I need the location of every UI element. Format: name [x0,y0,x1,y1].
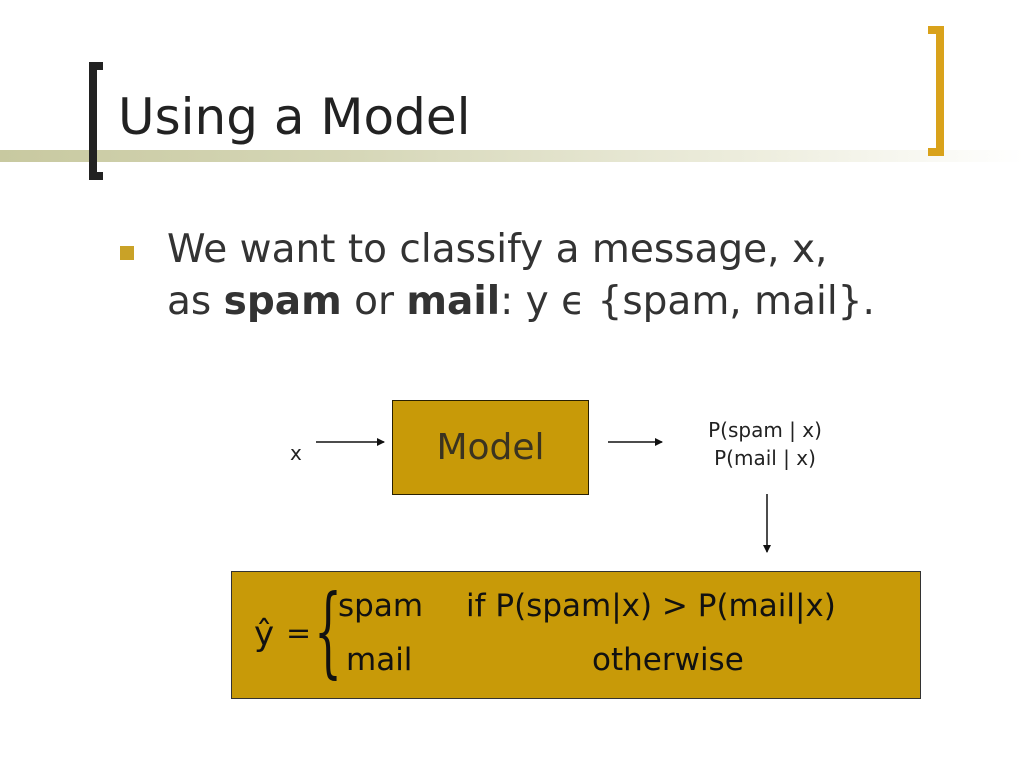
case1-condition: if P(spam|x) > P(mail|x) [466,588,836,624]
model-label: Model [436,427,545,468]
title-underline-bar [0,150,1024,162]
spam-bold-text: spam [223,279,342,324]
model-box: Model [392,400,589,495]
bullet-square-icon [120,246,134,260]
bullet-line-1: We want to classify a message, x, [167,227,828,272]
left-bracket-decoration [89,62,103,180]
y-hat-symbol: ŷ [254,614,275,654]
bullet-set-text: : y ϵ {spam, mail}. [500,279,875,324]
bullet-or-text: or [341,279,407,324]
output-probabilities: P(spam | x) P(mail | x) [650,416,880,472]
output-prob-mail: P(mail | x) [714,446,816,470]
mail-bold-text: mail [406,279,501,324]
decision-formula-box: ŷ = { spam if P(spam|x) > P(mail|x) mail… [231,571,921,699]
right-bracket-decoration [928,26,944,156]
case1-value: spam [338,588,424,624]
case2-value: mail [346,642,413,678]
equals-sign: = [286,616,312,651]
bullet-line-2: as spam or mail: y ϵ {spam, mail}. [167,276,967,328]
left-brace: { [314,575,343,689]
case2-condition: otherwise [592,642,744,678]
bullet-text: We want to classify a message, x, as spa… [167,224,967,328]
bullet-as-text: as [167,279,224,324]
input-x-label: x [290,441,302,465]
output-prob-spam: P(spam | x) [708,418,822,442]
slide-title: Using a Model [118,88,471,146]
